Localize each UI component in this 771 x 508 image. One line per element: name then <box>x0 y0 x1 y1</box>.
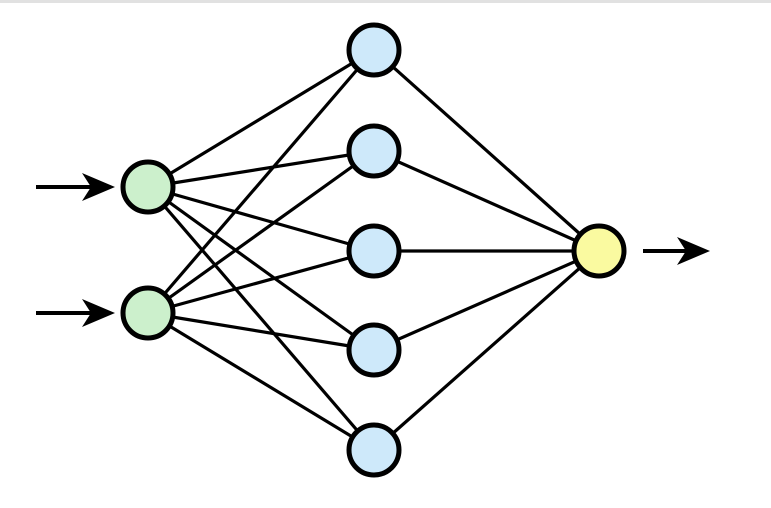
edge-h1-o0 <box>373 149 600 253</box>
hidden-node-1 <box>346 22 402 78</box>
hidden-node-3 <box>346 223 402 279</box>
input-arrow-2 <box>36 299 115 327</box>
edge-i1-h0 <box>146 48 376 315</box>
edge-i0-h4 <box>146 185 376 452</box>
edge-h4-o0 <box>372 249 601 452</box>
edge-i0-h2 <box>147 185 375 253</box>
edge-h3-o0 <box>373 249 600 352</box>
edge-i1-h3 <box>147 311 375 352</box>
edge-i1-h4 <box>147 311 375 452</box>
input-arrow-2-head-icon <box>82 299 115 327</box>
input-node-1 <box>120 159 176 215</box>
top-border-strip <box>0 0 771 3</box>
hidden-node-5 <box>346 422 402 478</box>
output-arrow-head-icon <box>677 237 710 265</box>
input-arrow-1 <box>36 173 115 201</box>
edge-i0-h0 <box>147 48 375 189</box>
input-arrow-1-head-icon <box>82 173 115 201</box>
hidden-node-2 <box>346 123 402 179</box>
edge-i1-h1 <box>147 149 375 315</box>
edge-i1-h2 <box>147 249 375 315</box>
edge-i0-h1 <box>147 149 375 189</box>
input-node-2 <box>120 285 176 341</box>
hidden-node-4 <box>346 322 402 378</box>
output-node-1 <box>571 223 627 279</box>
output-arrow <box>643 237 710 265</box>
edge-h0-o0 <box>372 48 601 253</box>
edge-i0-h3 <box>147 185 375 352</box>
